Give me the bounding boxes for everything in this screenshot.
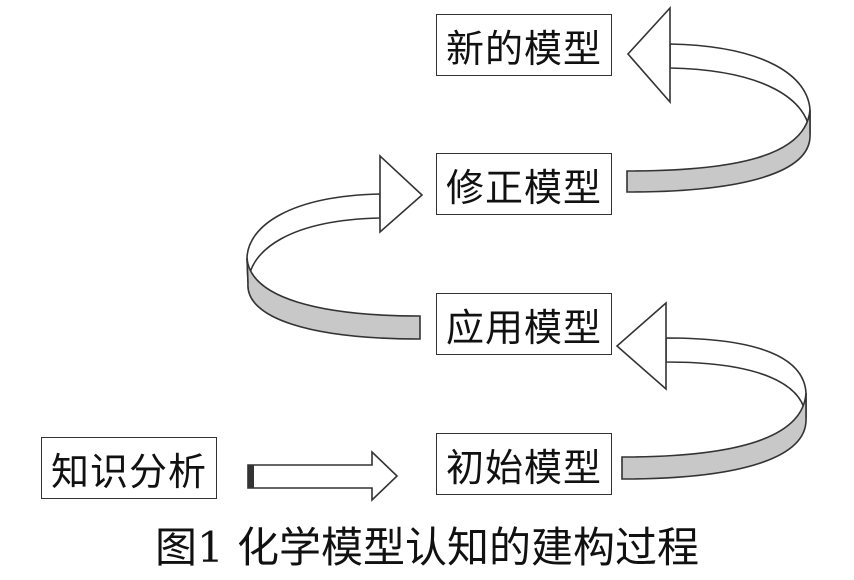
- straight-arrow-analysis-to-initial: [247, 450, 399, 502]
- figure-caption: 图1 化学模型认知的建构过程: [154, 523, 700, 572]
- loop-arrow-head: [615, 301, 667, 391]
- box-apply-model: 应用模型: [436, 293, 612, 355]
- loop-arrow-apply-to-revise: [246, 154, 424, 340]
- loop-back-band: [246, 193, 381, 284]
- loop-arrow-revise-to-new: [626, 5, 811, 193]
- loop-arrow-initial-to-apply: [615, 301, 807, 480]
- loop-front-band: [626, 109, 811, 193]
- loop-back-band: [665, 337, 807, 419]
- loop-front-band: [621, 392, 807, 480]
- box-initial-model: 初始模型: [436, 433, 612, 495]
- box-knowledge-analysis: 知识分析: [41, 437, 217, 499]
- straight-arrow-tail: [248, 465, 254, 488]
- loop-arrow-head: [626, 5, 671, 105]
- box-revise-model: 修正模型: [436, 153, 612, 215]
- straight-arrow-body: [247, 450, 399, 502]
- loop-front-band: [246, 257, 421, 340]
- loop-back-band: [669, 43, 811, 135]
- loop-arrow-head: [379, 154, 424, 234]
- box-new-model: 新的模型: [436, 14, 612, 76]
